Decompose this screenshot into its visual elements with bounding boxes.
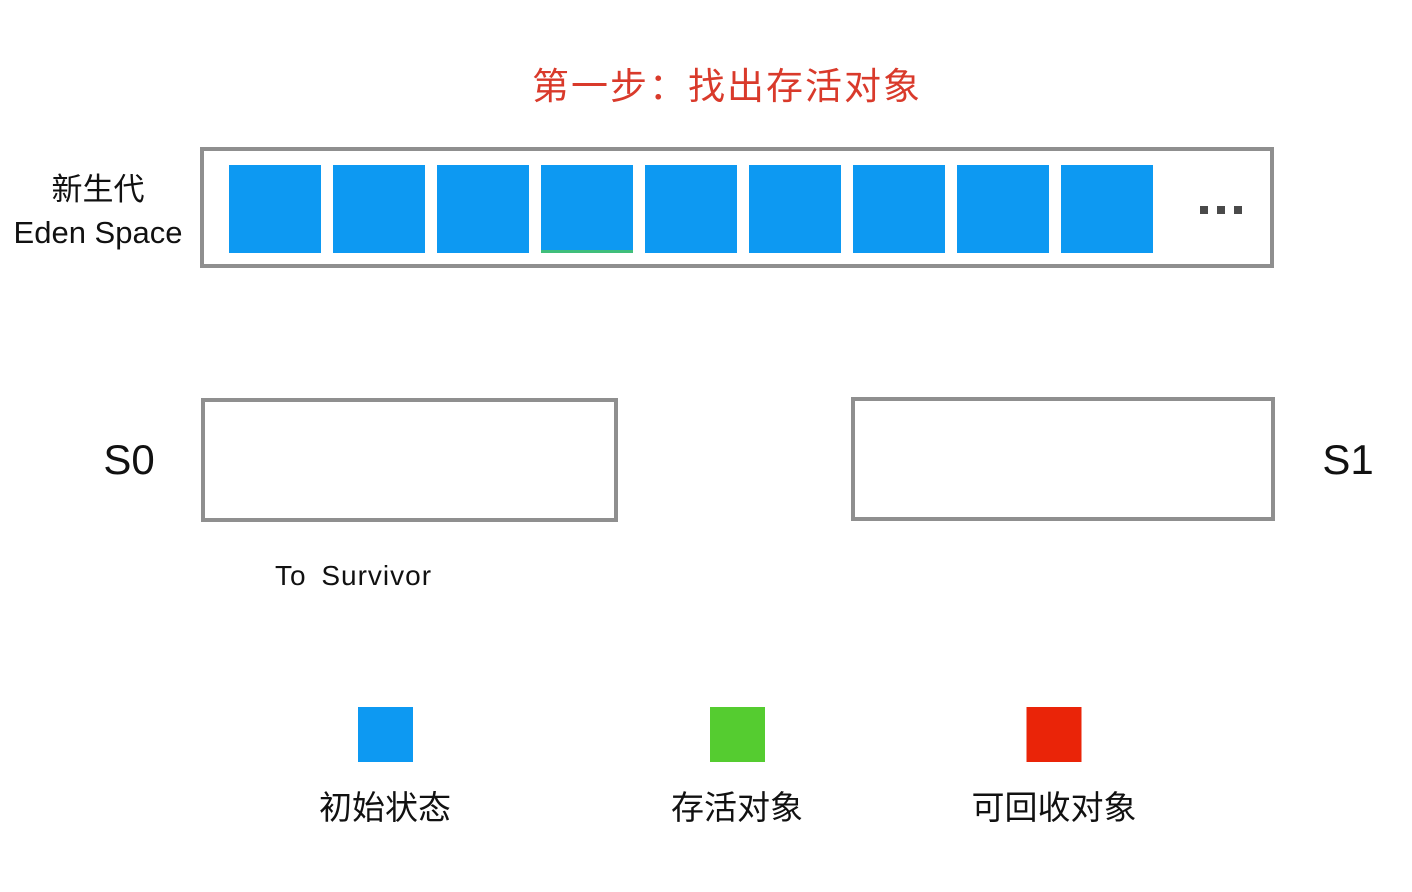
ellipsis-icon	[1200, 206, 1242, 214]
eden-cell	[437, 165, 529, 253]
legend-label-live-object: 存活对象	[671, 789, 803, 826]
legend-item-collectable-object: 可回收对象	[972, 707, 1137, 824]
initial-state-swatch-icon	[357, 707, 413, 762]
legend-label-collectable-object: 可回收对象	[971, 789, 1137, 826]
eden-cell	[853, 165, 945, 253]
live-object-swatch-icon	[709, 707, 765, 762]
eden-cell	[645, 165, 737, 253]
eden-space-label-cn: 新生代	[51, 172, 145, 207]
eden-cell	[333, 165, 425, 253]
eden-cell	[229, 165, 321, 253]
eden-cell	[749, 165, 841, 253]
eden-cell	[541, 165, 633, 253]
ellipsis-dot	[1200, 206, 1208, 214]
legend-item-live-object: 存活对象	[671, 707, 803, 824]
s0-box	[201, 398, 618, 522]
eden-cell	[1061, 165, 1153, 253]
eden-space-box	[200, 147, 1274, 268]
eden-cell	[957, 165, 1049, 253]
s1-label: S1	[1322, 436, 1374, 483]
legend-label-initial-state: 初始状态	[319, 789, 451, 826]
ellipsis-dot	[1234, 206, 1242, 214]
ellipsis-dot	[1217, 206, 1225, 214]
eden-space-label-en: Eden Space	[13, 215, 183, 250]
page-title: 第一步：找出存活对象	[532, 66, 922, 107]
to-survivor-label: To Survivor	[275, 560, 433, 591]
collectable-object-swatch-icon	[1026, 707, 1082, 762]
legend-item-initial-state: 初始状态	[319, 707, 451, 824]
eden-space-label: 新生代 Eden Space	[2, 168, 194, 254]
s1-box	[851, 397, 1275, 521]
s0-label: S0	[103, 436, 155, 483]
